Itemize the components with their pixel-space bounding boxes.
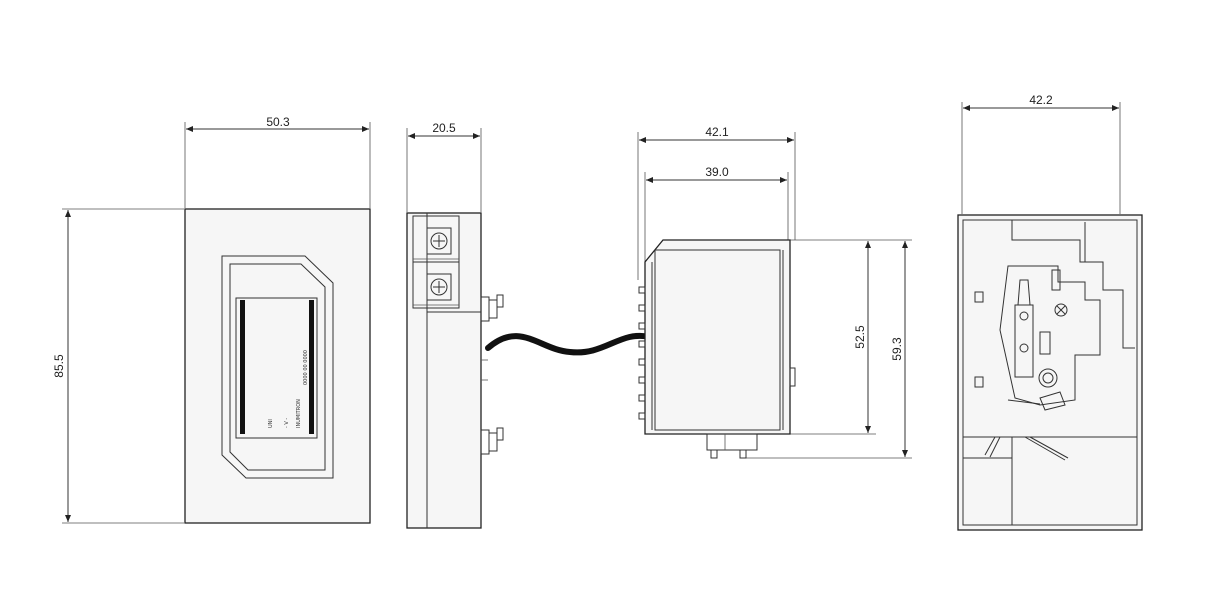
module-view: 42.1 39.0 52.5 59.3	[637, 125, 912, 459]
label-line-3: INUMITRON	[296, 399, 302, 428]
label-line-1: UNI	[268, 419, 274, 428]
module-outer-width-label: 42.1	[705, 125, 729, 139]
back-view: 42.2	[957, 93, 1143, 531]
front-view: 50.3 85.5 UNI - V - INUMITRON 0000 00 00…	[52, 115, 371, 524]
module-body	[644, 239, 791, 435]
side-width-label: 20.5	[432, 121, 456, 135]
label-line-4: 0000 00 0000	[303, 350, 309, 385]
front-width-label: 50.3	[266, 115, 290, 129]
label-bar-left	[240, 300, 245, 434]
side-mount-clips	[480, 294, 504, 455]
back-wire-right	[1024, 436, 1066, 461]
side-view: 20.5	[406, 121, 504, 529]
back-mechanism	[999, 265, 1101, 411]
module-left-pins	[638, 286, 646, 420]
front-height-dimension: 85.5	[52, 208, 184, 524]
back-width-dimension: 42.2	[961, 93, 1121, 214]
back-body	[957, 214, 1143, 531]
mechanism-knob-icon	[1038, 368, 1058, 388]
module-outer-width-dimension: 42.1	[637, 125, 796, 280]
back-width-label: 42.2	[1029, 93, 1053, 107]
front-height-label: 85.5	[52, 354, 66, 378]
back-slot-upper	[974, 291, 984, 303]
terminal-block	[412, 215, 460, 309]
front-body	[184, 208, 371, 524]
label-bar-right	[309, 300, 314, 434]
back-slot-lower	[974, 376, 984, 388]
module-outer-height-dimension: 59.3	[740, 239, 912, 459]
back-wire-left	[984, 436, 996, 456]
module-inner-width-dimension: 39.0	[644, 165, 789, 270]
lever-pin-lower-icon	[1019, 343, 1029, 353]
lever-pin-upper-icon	[1019, 311, 1029, 321]
module-face	[654, 249, 781, 431]
module-inner-width-label: 39.0	[705, 165, 729, 179]
module-inner-height-label: 52.5	[853, 325, 867, 349]
side-body	[406, 212, 482, 529]
label-line-2: - V -	[284, 418, 290, 428]
front-label-plate	[235, 297, 318, 439]
module-outer-height-label: 59.3	[890, 337, 904, 361]
terminal-screw-1-icon	[430, 232, 448, 250]
side-width-dimension: 20.5	[406, 121, 482, 212]
module-inner-height-dimension: 52.5	[790, 239, 876, 435]
front-inner-frame	[229, 263, 326, 471]
front-outer-frame	[221, 255, 334, 479]
module-bottom-connector	[706, 433, 758, 459]
front-width-dimension: 50.3	[184, 115, 371, 208]
terminal-screw-2-icon	[430, 278, 448, 296]
connecting-cable	[485, 332, 653, 356]
mechanism-screw-icon	[1054, 303, 1068, 317]
